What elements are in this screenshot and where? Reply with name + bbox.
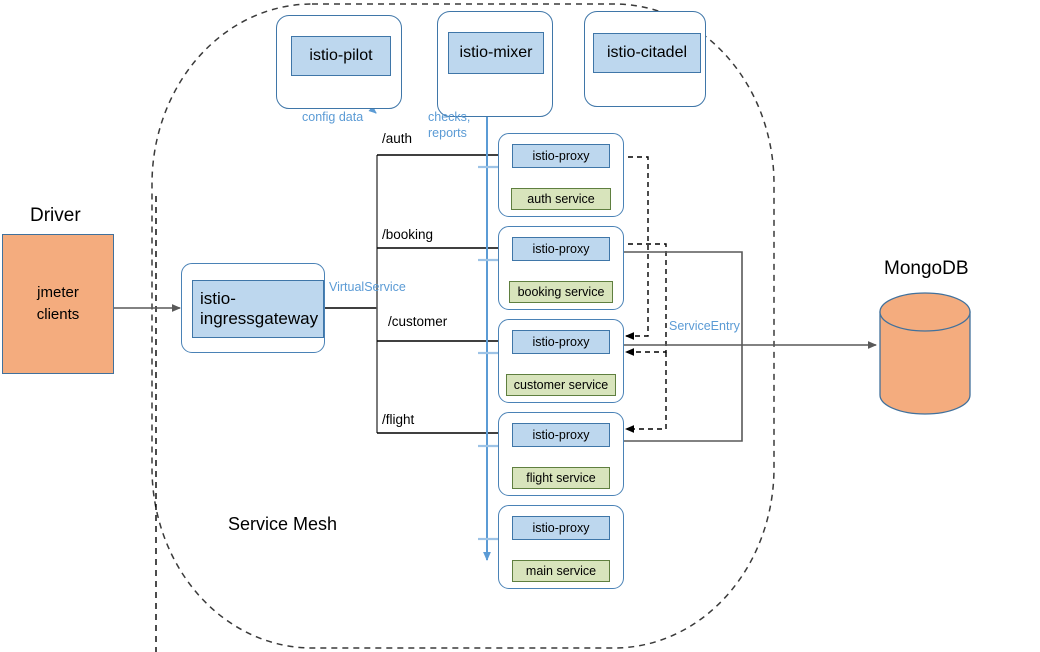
auth-service-label: auth service: [527, 192, 595, 206]
route-label-customer: /customer: [388, 314, 448, 329]
service-mesh-boundary: [151, 3, 775, 649]
istio-ingressgateway-label: istio-ingressgateway: [200, 289, 319, 328]
booking-service-box[interactable]: booking service: [509, 281, 613, 303]
main-istio-proxy-label: istio-proxy: [532, 521, 590, 535]
dashed-booking-to-customer: [619, 243, 667, 356]
route-label-auth: /auth: [382, 131, 413, 146]
istio-citadel-label: istio-citadel: [606, 44, 688, 61]
virtualservice-label: VirtualService: [329, 280, 406, 294]
flight-service-label: flight service: [526, 471, 596, 485]
customer-istio-proxy-label: istio-proxy: [532, 335, 590, 349]
istio-mixer-box[interactable]: istio-mixer: [448, 32, 544, 74]
customer-service-label: customer service: [513, 378, 609, 392]
checks-reports-label-line2: reports: [428, 126, 467, 140]
booking-istio-proxy-label: istio-proxy: [532, 242, 590, 256]
auth-istio-proxy-label: istio-proxy: [532, 149, 590, 163]
serviceentry-flight-path: [619, 345, 743, 442]
istio-pilot-box[interactable]: istio-pilot: [291, 36, 391, 76]
istio-ingressgateway-box[interactable]: istio-ingressgateway: [192, 280, 324, 338]
serviceentry-booking-path: [619, 251, 743, 345]
dashed-to-flight: [625, 352, 667, 433]
main-service-box[interactable]: main service: [512, 560, 610, 582]
istio-citadel-box[interactable]: istio-citadel: [593, 33, 701, 73]
mongodb-cylinder: [879, 292, 971, 415]
auth-istio-proxy-box[interactable]: istio-proxy: [512, 144, 610, 168]
customer-istio-proxy-box[interactable]: istio-proxy: [512, 330, 610, 354]
flight-istio-proxy-box[interactable]: istio-proxy: [512, 423, 610, 447]
config-data-label: config data: [302, 110, 364, 124]
istio-mixer-label: istio-mixer: [459, 44, 533, 61]
route-label-booking: /booking: [382, 227, 434, 242]
mongodb-title: MongoDB: [884, 258, 969, 279]
checks-reports-label-line1: checks,: [428, 110, 471, 124]
dashed-auth-to-customer: [619, 156, 649, 340]
main-service-label: main service: [525, 564, 597, 578]
booking-istio-proxy-box[interactable]: istio-proxy: [512, 237, 610, 261]
istio-pilot-label: istio-pilot: [309, 47, 373, 64]
service-mesh-label: Service Mesh: [228, 514, 338, 534]
serviceentry-label: ServiceEntry: [669, 319, 740, 333]
driver-title: Driver: [30, 205, 81, 226]
booking-service-label: booking service: [517, 285, 605, 299]
auth-service-box[interactable]: auth service: [511, 188, 611, 210]
flight-service-box[interactable]: flight service: [512, 467, 610, 489]
main-istio-proxy-box[interactable]: istio-proxy: [512, 516, 610, 540]
customer-service-box[interactable]: customer service: [506, 374, 616, 396]
route-label-flight: /flight: [382, 412, 415, 427]
flight-istio-proxy-label: istio-proxy: [532, 428, 590, 442]
